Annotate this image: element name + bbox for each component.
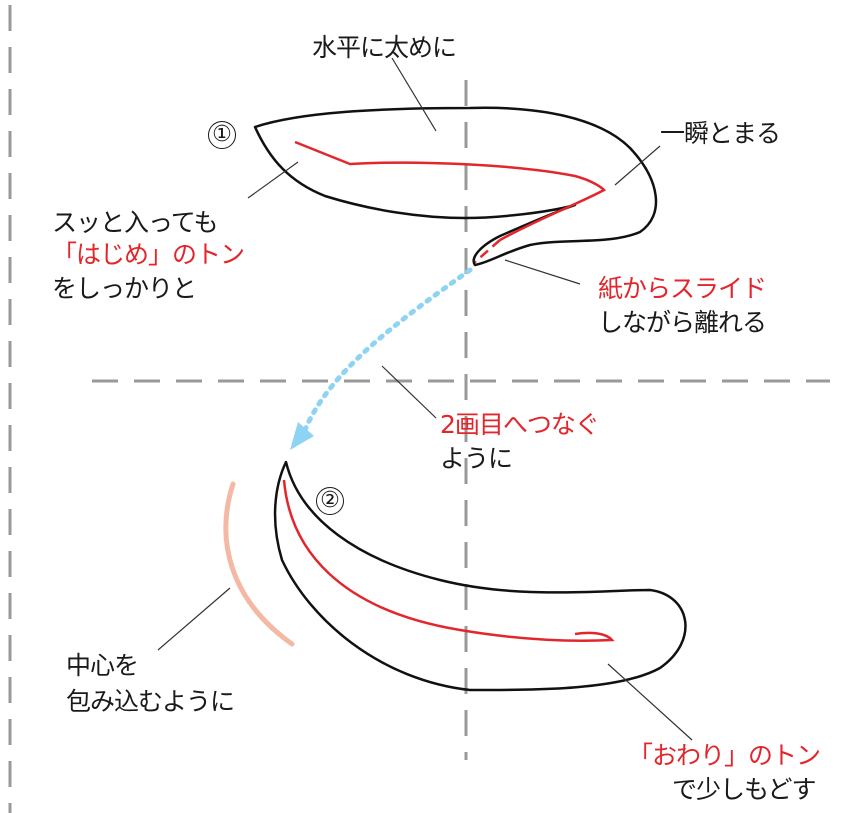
stroke-1-guide-dashed bbox=[474, 239, 501, 263]
leader-slide bbox=[504, 259, 581, 285]
stroke-1-guide-line bbox=[294, 140, 607, 242]
title-label: 水平に太めに bbox=[312, 33, 457, 62]
stroke-2-outline bbox=[273, 460, 687, 692]
stroke-1-pause-label: 一瞬とまる bbox=[660, 119, 781, 148]
leader-connector bbox=[381, 365, 437, 419]
leader-start bbox=[247, 161, 299, 199]
stroke-1-start-label-line3: をしっかりと bbox=[52, 274, 197, 303]
stroke-2-center-label-line2: 包み込むように bbox=[66, 687, 235, 716]
leader-center bbox=[157, 587, 231, 651]
stroke-2-number: ② bbox=[316, 487, 344, 515]
stroke-1-start-label-line2: 「はじめ」のトン bbox=[52, 240, 245, 269]
connector-arrowhead bbox=[290, 422, 314, 450]
stroke-2-guide-line bbox=[282, 479, 615, 642]
connector-dotted-arrow bbox=[302, 267, 473, 433]
connector-label-line1: 2画目へつなぐ bbox=[440, 410, 600, 439]
leader-pause bbox=[614, 145, 661, 186]
center-arc bbox=[223, 481, 295, 647]
stroke-1-start-label-line1: スッと入っても bbox=[52, 208, 219, 237]
stroke-2-end-label-line1: 「おわり」のトン bbox=[628, 741, 821, 770]
stroke-1-slide-label-line2: しながら離れる bbox=[598, 308, 767, 337]
stroke-2-center-label-line1: 中心を bbox=[66, 651, 139, 680]
connector-label-line2: ように bbox=[440, 444, 513, 473]
stroke-2-end-label-line2: で少しもどす bbox=[672, 775, 817, 804]
stroke-1-slide-label-line1: 紙からスライド bbox=[598, 274, 767, 303]
stroke-1-outline bbox=[253, 106, 658, 267]
leader-title bbox=[391, 57, 437, 132]
stroke-1-number: ① bbox=[208, 121, 236, 149]
leader-end bbox=[607, 663, 693, 741]
